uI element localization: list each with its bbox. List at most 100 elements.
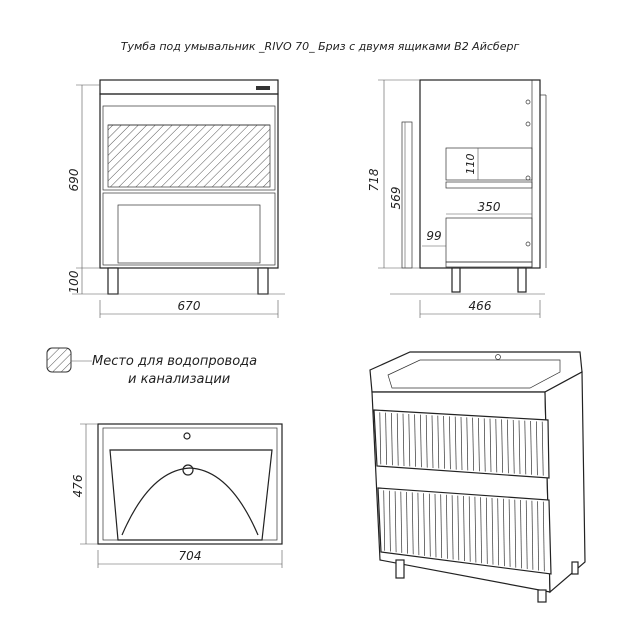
side-depth-label: 466 bbox=[469, 299, 492, 313]
flute-line bbox=[400, 491, 403, 553]
flute-line bbox=[507, 419, 509, 474]
top-outline bbox=[97, 423, 283, 545]
flute-line bbox=[434, 493, 437, 558]
flute-line bbox=[508, 499, 511, 567]
flute-line bbox=[385, 412, 387, 465]
side-drawer-gap-label: 110 bbox=[464, 154, 477, 175]
flute-line bbox=[474, 496, 477, 563]
top-depth-label: 476 bbox=[71, 474, 85, 497]
flute-line bbox=[537, 501, 539, 571]
flute-line bbox=[520, 499, 522, 569]
flute-line bbox=[501, 419, 503, 473]
flute-line bbox=[491, 497, 494, 565]
flute-line bbox=[394, 491, 397, 553]
flute-line bbox=[379, 412, 382, 465]
front-leg-right bbox=[257, 267, 269, 295]
legend-line-1: Место для водопровода bbox=[92, 354, 257, 369]
flute-line bbox=[518, 420, 521, 475]
flute-line bbox=[512, 419, 515, 474]
flute-line bbox=[457, 495, 460, 561]
flute-line bbox=[396, 413, 399, 466]
top-width-label: 704 bbox=[179, 549, 202, 563]
front-sink-top bbox=[99, 79, 279, 95]
flute-line bbox=[414, 414, 416, 467]
iso-lower-drawer bbox=[377, 487, 552, 575]
legend-hatch-swatch bbox=[46, 347, 72, 373]
side-view bbox=[378, 79, 547, 318]
front-width-label: 670 bbox=[178, 299, 201, 313]
flute-line bbox=[530, 420, 532, 475]
front-lower-drawer-inner bbox=[117, 204, 261, 264]
flute-line bbox=[536, 421, 538, 476]
flute-line bbox=[443, 415, 445, 469]
flute-line bbox=[454, 416, 457, 470]
top-faucet-hole bbox=[183, 432, 191, 440]
iso-leg-back bbox=[571, 561, 579, 575]
side-wall-mark bbox=[401, 121, 413, 269]
flute-line bbox=[495, 418, 498, 473]
side-bottom-label: 99 bbox=[426, 229, 441, 243]
drawing-title: Тумба под умывальник _RIVO 70_ Бриз с дв… bbox=[121, 40, 520, 53]
flute-line bbox=[478, 417, 480, 472]
flute-line bbox=[485, 497, 488, 564]
flute-line bbox=[483, 418, 486, 472]
flute-line bbox=[503, 498, 505, 567]
flute-line bbox=[391, 412, 393, 466]
front-view bbox=[72, 79, 285, 318]
iso-sink-top bbox=[369, 351, 583, 393]
flute-line bbox=[423, 493, 425, 556]
front-body bbox=[99, 93, 279, 269]
front-leg-left bbox=[107, 267, 119, 295]
iso-leg-right bbox=[537, 589, 547, 603]
top-basin-curve bbox=[121, 467, 259, 536]
flute-line bbox=[451, 495, 454, 560]
flute-line bbox=[431, 415, 434, 469]
flute-line bbox=[408, 413, 411, 467]
flute-line bbox=[497, 498, 500, 566]
flute-line bbox=[472, 417, 474, 471]
top-basin bbox=[109, 449, 273, 541]
top-view bbox=[80, 423, 283, 568]
flute-line bbox=[541, 421, 544, 476]
flute-line bbox=[402, 413, 405, 467]
flute-line bbox=[460, 416, 463, 471]
flute-line bbox=[425, 414, 428, 468]
flute-line bbox=[389, 490, 391, 552]
iso-upper-drawer-flutes bbox=[379, 412, 544, 476]
front-height-label: 690 bbox=[67, 168, 81, 191]
flute-line bbox=[463, 495, 465, 562]
flute-line bbox=[428, 493, 431, 557]
side-inner-depth-label: 350 bbox=[478, 200, 501, 214]
flute-line bbox=[525, 500, 528, 570]
isometric-view bbox=[369, 351, 586, 603]
flute-line bbox=[437, 415, 440, 469]
flute-line bbox=[411, 492, 414, 555]
flute-line bbox=[542, 501, 545, 572]
flute-line bbox=[446, 494, 448, 559]
legend-line-2: и канализации bbox=[128, 372, 230, 387]
side-leg-right bbox=[517, 267, 527, 293]
flute-line bbox=[440, 494, 443, 559]
flute-line bbox=[466, 417, 469, 471]
front-lower-drawer bbox=[102, 192, 276, 266]
top-drain-hole bbox=[182, 464, 194, 476]
flute-line bbox=[406, 491, 408, 554]
flute-line bbox=[449, 416, 451, 470]
front-leg-label: 100 bbox=[67, 270, 81, 293]
legend bbox=[46, 347, 92, 373]
flute-line bbox=[514, 499, 517, 568]
flute-line bbox=[468, 496, 471, 562]
side-leg-left bbox=[451, 267, 461, 293]
flute-line bbox=[531, 500, 534, 570]
side-inner-height-label: 569 bbox=[389, 187, 403, 210]
front-faucet-mark bbox=[256, 86, 270, 90]
flute-line bbox=[524, 420, 527, 475]
flute-line bbox=[420, 414, 422, 468]
flute-line bbox=[480, 497, 482, 564]
flute-line bbox=[417, 492, 420, 556]
flute-line bbox=[383, 490, 386, 551]
front-upper-drawer bbox=[102, 105, 276, 191]
side-total-height-label: 718 bbox=[367, 168, 381, 191]
side-upper-drawer bbox=[445, 147, 533, 181]
